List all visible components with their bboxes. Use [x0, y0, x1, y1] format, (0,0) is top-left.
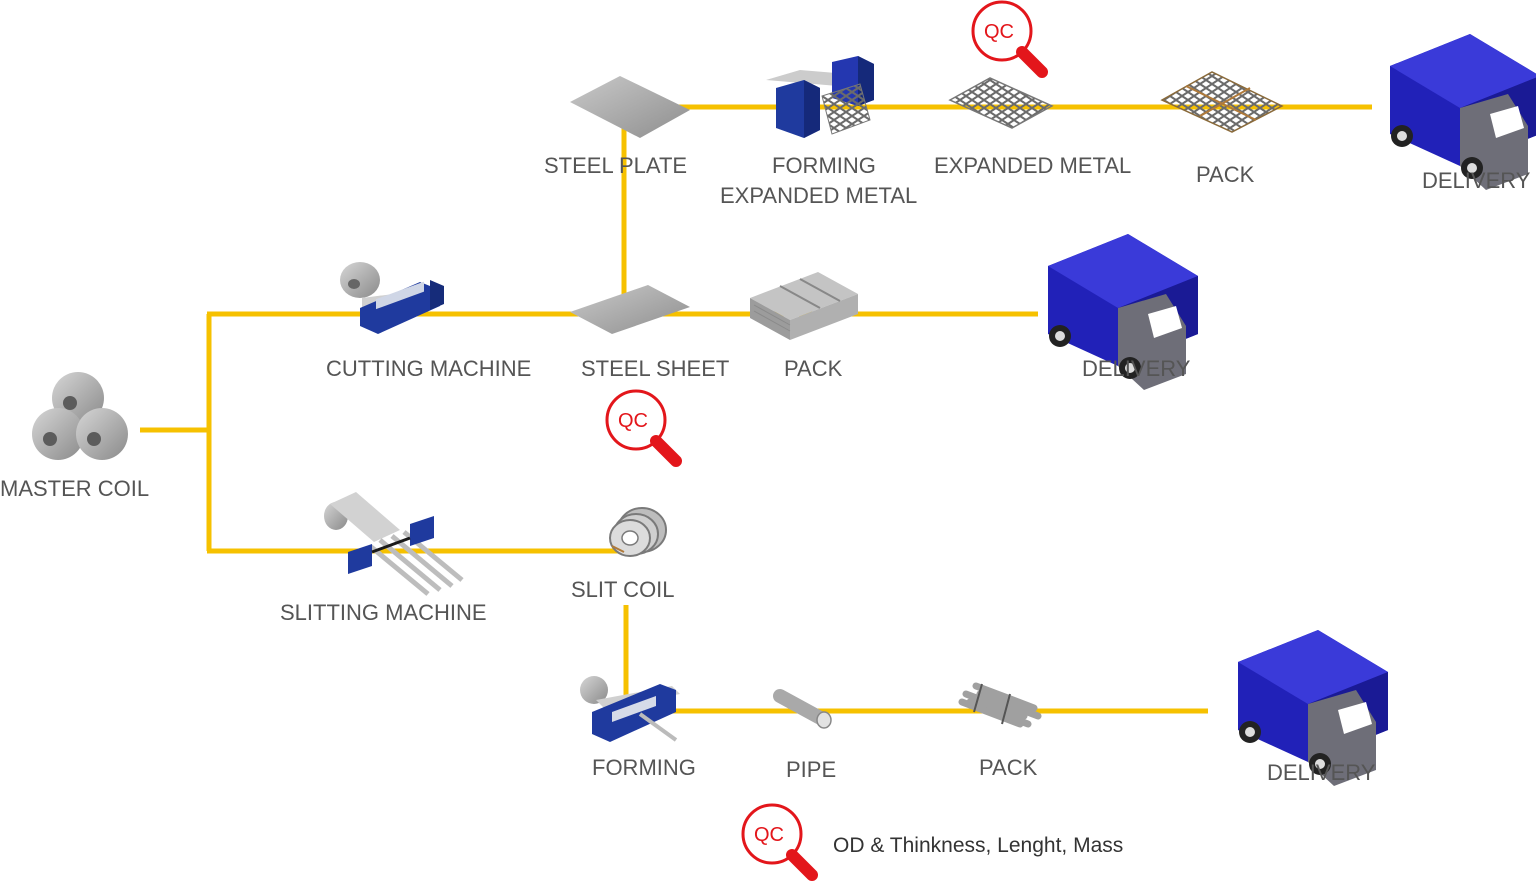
sheet-pack-icon — [750, 272, 858, 340]
pipe-icon — [773, 689, 832, 729]
pipe-forming-icon — [580, 676, 680, 742]
expanded-pack-icon — [1160, 71, 1284, 133]
label-expanded-metal: EXPANDED METAL — [934, 153, 1131, 178]
label-pipe: PIPE — [786, 757, 836, 782]
label-slit-coil: SLIT COIL — [571, 577, 675, 602]
label-pack-sheet: PACK — [784, 356, 843, 381]
label-steel-sheet: STEEL SHEET — [581, 356, 729, 381]
truck-icon — [1390, 34, 1536, 190]
label-slitting-machine: SLITTING MACHINE — [280, 600, 487, 625]
qc-magnifier-icon: QC — [743, 805, 812, 875]
expanded-metal-icon — [948, 77, 1054, 129]
label-cutting-machine: CUTTING MACHINE — [326, 356, 531, 381]
coil-stack-icon — [32, 372, 128, 460]
steel-plate-icon — [570, 76, 690, 138]
label-steel-plate: STEEL PLATE — [544, 153, 687, 178]
label-forming-expanded-2: EXPANDED METAL — [720, 183, 917, 208]
qc-magnifier-icon: QC — [607, 391, 676, 461]
qc-magnifier-icon: QC — [973, 2, 1042, 72]
label-forming-expanded-1: FORMING — [772, 153, 876, 178]
label-delivery-sheet: DELIVERY — [1082, 356, 1191, 381]
qc-badge-legend: QC — [754, 824, 784, 846]
steel-sheet-icon — [570, 285, 690, 334]
pipe-bundle-icon — [958, 682, 1042, 728]
label-master-coil: MASTER COIL — [0, 476, 149, 501]
slitting-machine-icon — [324, 492, 464, 596]
label-delivery-pipe: DELIVERY — [1267, 760, 1376, 785]
forming-press-icon — [766, 56, 874, 138]
label-pack-pipe: PACK — [979, 755, 1038, 780]
label-delivery-expanded: DELIVERY — [1422, 168, 1531, 193]
cutting-machine-icon — [340, 262, 444, 334]
slit-coil-icon — [609, 507, 667, 557]
qc-note: OD & Thinkness, Lenght, Mass — [833, 834, 1123, 857]
qc-badge-expanded: QC — [984, 21, 1014, 43]
label-forming: FORMING — [592, 755, 696, 780]
label-pack-expanded: PACK — [1196, 162, 1255, 187]
qc-badge-sheet: QC — [618, 410, 648, 432]
